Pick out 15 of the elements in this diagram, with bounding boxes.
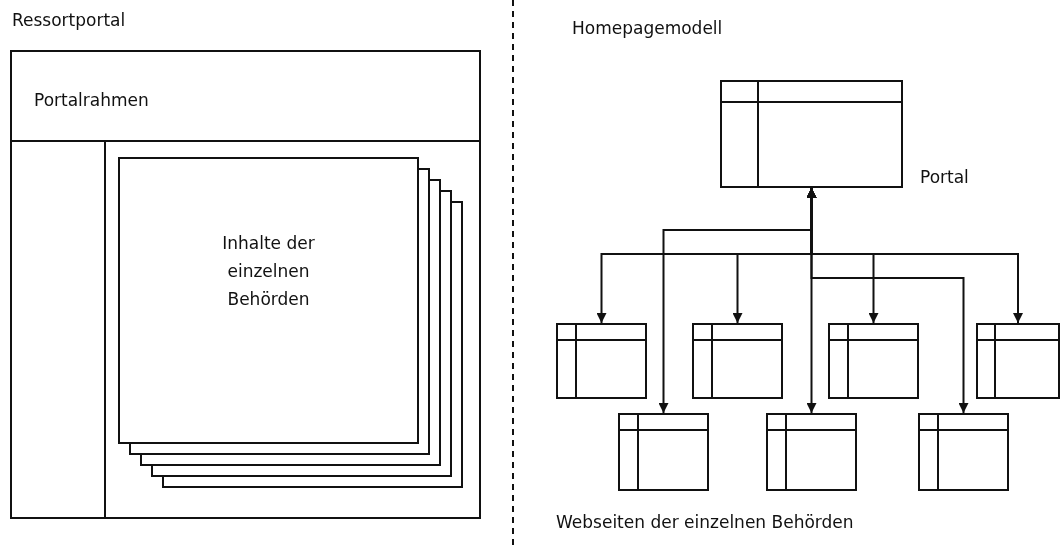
web-page-box xyxy=(918,413,1009,491)
web-page-box xyxy=(828,323,919,399)
band-label: Portalrahmen xyxy=(34,90,149,110)
section-title: Homepagemodell xyxy=(572,18,723,38)
web-page-box xyxy=(720,80,903,188)
web-page-box xyxy=(692,323,783,399)
web-page-box xyxy=(556,323,647,399)
node-caption: Portal xyxy=(920,167,969,187)
page-text: Inhalte der einzelnen Behörden xyxy=(221,231,316,311)
web-page-box xyxy=(976,323,1060,399)
section-title: Ressortportal xyxy=(12,10,126,30)
caption-text: Webseiten der einzelnen Behörden xyxy=(556,512,854,532)
web-page-box xyxy=(766,413,857,491)
web-page-box xyxy=(618,413,709,491)
content-page xyxy=(118,157,419,444)
